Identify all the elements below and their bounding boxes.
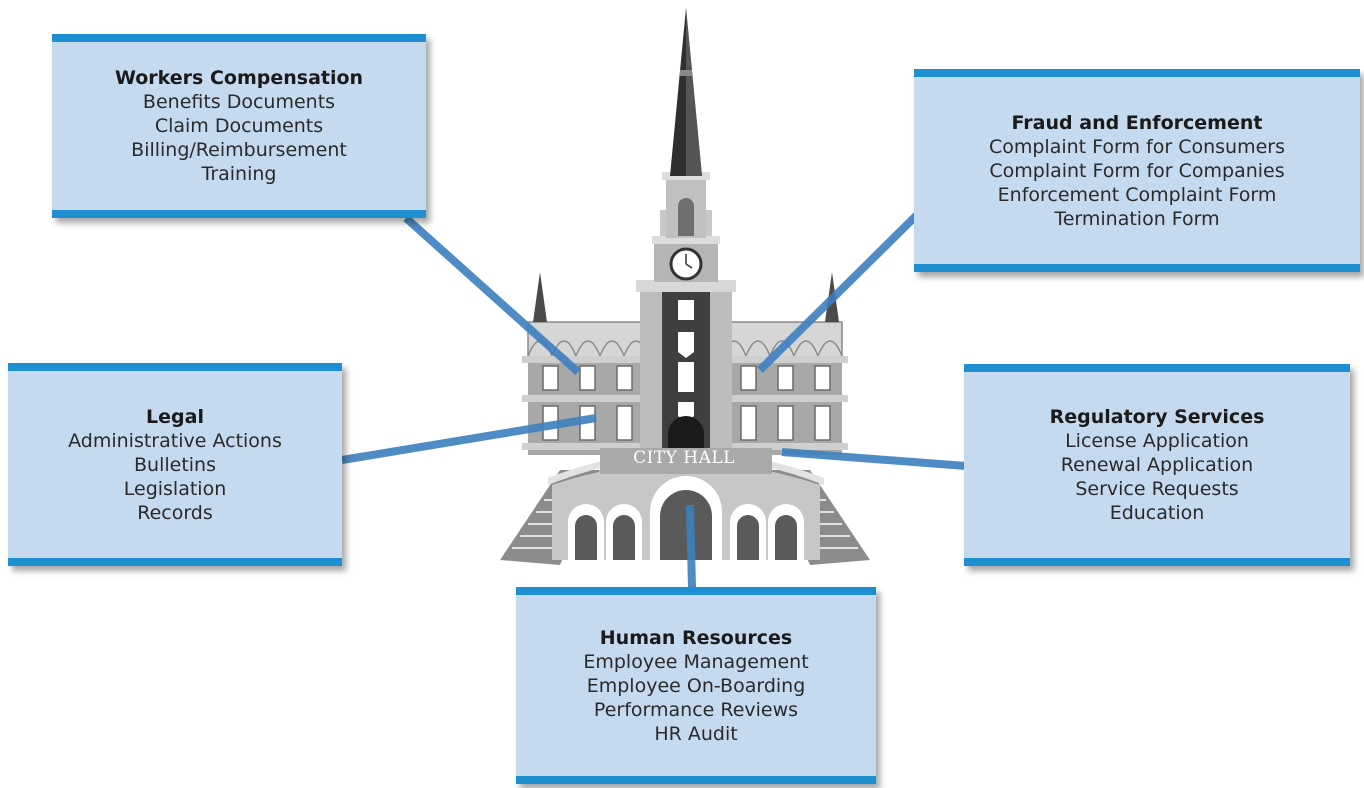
list-item[interactable]: Employee Management [583, 650, 809, 673]
wing-windows [542, 365, 831, 441]
list-item[interactable]: Bulletins [134, 453, 216, 476]
connector-hr [686, 504, 696, 589]
list-item[interactable]: Education [1109, 502, 1205, 524]
list-item[interactable]: Training [201, 163, 277, 185]
list-item[interactable]: Benefits Documents [142, 91, 336, 113]
list-item[interactable]: License Application [1065, 430, 1249, 452]
box-title: Fraud and Enforcement [1011, 111, 1263, 134]
legal-box: Legal Administrative Actions Bulletins L… [8, 363, 342, 566]
list-item[interactable]: Records [137, 501, 213, 524]
box-title: Workers Compensation [114, 67, 364, 89]
list-item[interactable]: Termination Form [1054, 207, 1220, 230]
list-item[interactable]: Complaint Form for Consumers [988, 135, 1286, 158]
list-item[interactable]: Billing/Reimbursement [131, 139, 347, 161]
building-label: CITY HALL [633, 448, 735, 468]
list-item[interactable]: Renewal Application [1060, 454, 1254, 476]
list-item[interactable]: Performance Reviews [593, 698, 799, 721]
connector-legal [341, 414, 597, 464]
list-item[interactable]: Service Requests [1075, 478, 1239, 500]
fraud-enforcement-box: Fraud and Enforcement Complaint Form for… [914, 69, 1360, 272]
left-spire [533, 272, 547, 322]
list-item[interactable]: Administrative Actions [68, 429, 282, 452]
box-title: Human Resources [599, 626, 793, 649]
list-item[interactable]: Enforcement Complaint Form [997, 183, 1277, 206]
box-title: Legal [146, 405, 204, 428]
box-title: Regulatory Services [1049, 406, 1265, 428]
tower-door [668, 416, 704, 450]
regulatory-services-box: Regulatory Services License Application … [964, 364, 1350, 566]
connector-workers [403, 215, 581, 375]
connectors [341, 201, 967, 589]
connector-regulatory [781, 448, 967, 470]
list-item[interactable]: Complaint Form for Companies [989, 159, 1285, 182]
connector-fraud [757, 201, 931, 373]
human-resources-box: Human Resources Employee Management Empl… [516, 587, 876, 784]
workers-compensation-box: Workers Compensation Benefits Documents … [52, 34, 426, 218]
list-item[interactable]: HR Audit [654, 722, 738, 745]
list-item[interactable]: Legislation [123, 477, 227, 500]
list-item[interactable]: Claim Documents [154, 115, 324, 137]
list-item[interactable]: Employee On-Boarding [586, 674, 806, 697]
